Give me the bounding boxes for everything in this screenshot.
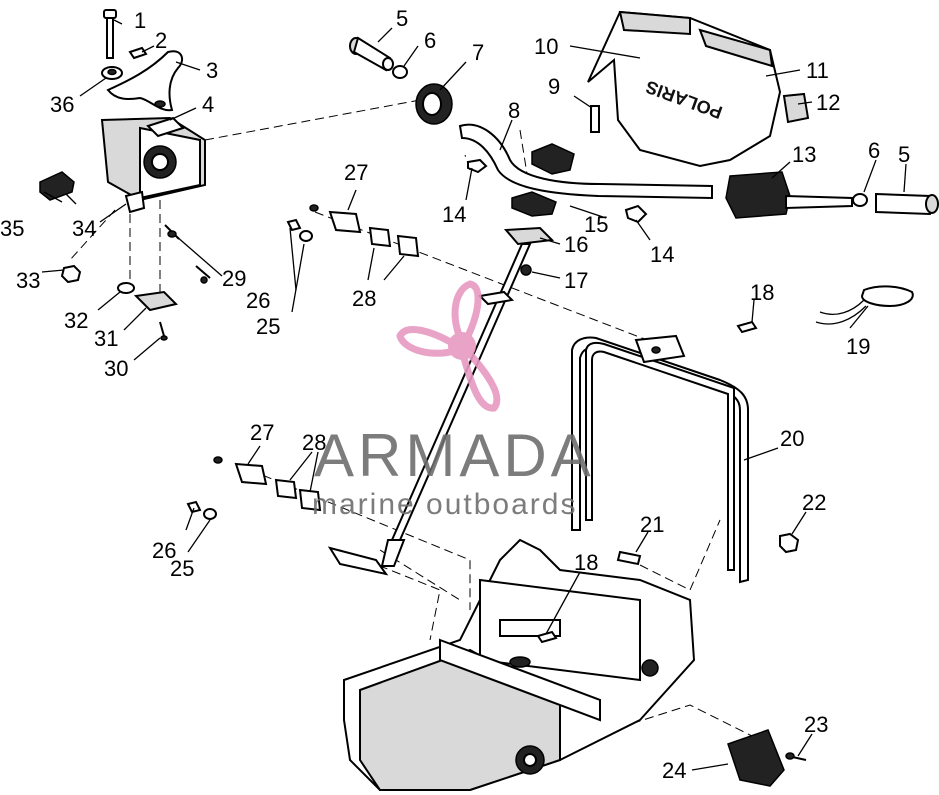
part-15-clamp [511, 143, 575, 217]
callout-34: 34 [72, 216, 96, 241]
callout-29: 29 [222, 266, 246, 291]
part-10-hood: POLARIS [587, 10, 782, 168]
part-36-washer [101, 66, 123, 80]
part-8-handlebar [458, 123, 713, 200]
callout-27-upper: 27 [344, 160, 368, 185]
callout-18-upper: 18 [750, 280, 774, 305]
part-14-clip-right [624, 204, 648, 224]
watermark-tagline: marine outboards [312, 488, 577, 521]
leader-lines [41, 19, 907, 771]
part-21-bolt [616, 550, 642, 566]
part-19-cable [815, 285, 914, 325]
part-29-screw [164, 224, 211, 284]
callout-31: 31 [94, 326, 118, 351]
callout-15: 15 [584, 212, 608, 237]
armada-propeller-logo [396, 280, 501, 412]
part-32-washer [117, 282, 135, 294]
callout-13: 13 [792, 142, 816, 167]
chassis-frame [343, 538, 696, 791]
callout-26-lower: 26 [152, 538, 176, 563]
callout-19: 19 [846, 334, 870, 359]
part-4-steering-housing [100, 116, 206, 202]
callout-4: 4 [202, 92, 214, 117]
part-6-left-plug [392, 65, 408, 79]
part-14-clip-left [467, 158, 488, 174]
callout-1: 1 [134, 8, 146, 33]
callout-23: 23 [804, 712, 828, 737]
callout-20: 20 [780, 426, 804, 451]
callout-2: 2 [155, 28, 167, 53]
callout-6-left: 6 [424, 28, 436, 53]
part-33-nut [60, 264, 82, 284]
part-13-control-housing [725, 171, 853, 219]
part-31-bracket [133, 290, 178, 312]
callout-28-lower: 28 [302, 430, 326, 455]
part-18-upper-bolt [736, 320, 758, 334]
part-6-right-plug [852, 193, 868, 207]
callout-35: 35 [0, 216, 24, 241]
part-23-screw [785, 752, 807, 761]
part-3-bracket [106, 50, 184, 112]
part-30-screw [159, 321, 168, 341]
part-22-nut [779, 532, 800, 554]
part-35-switch [39, 171, 77, 205]
callout-36: 36 [50, 92, 74, 117]
part-12-decal [782, 92, 810, 124]
callout-22: 22 [802, 490, 826, 515]
part-24-cone [727, 729, 785, 787]
part-20-hoop [571, 334, 749, 584]
part-5-left-grip [349, 36, 394, 72]
callout-24: 24 [662, 758, 686, 783]
callout-6-right: 6 [868, 138, 880, 163]
callout-12: 12 [816, 90, 840, 115]
callout-10: 10 [534, 34, 558, 59]
watermark-name: ARMADA [314, 422, 595, 489]
part-16-steering-post [327, 226, 555, 576]
callout-14-left: 14 [442, 202, 466, 227]
callout-5-right: 5 [898, 142, 910, 167]
part-9-bolt [590, 105, 600, 133]
callout-28-upper: 28 [352, 286, 376, 311]
part-2-clip [128, 46, 148, 60]
callout-32: 32 [64, 308, 88, 333]
callout-labels: 1 2 3 4 5 5 6 6 7 8 9 10 11 12 13 14 14 … [0, 6, 910, 783]
part-18-lower-bolt [536, 630, 558, 644]
callout-8: 8 [508, 98, 520, 123]
part-7-throttle-block [415, 83, 453, 125]
callout-11: 11 [806, 58, 829, 83]
callout-27-lower: 27 [250, 420, 274, 445]
part-5-right-grip [875, 192, 939, 216]
bushing-group-lower [186, 456, 322, 520]
callout-9: 9 [548, 74, 560, 99]
callout-26-upper: 26 [246, 288, 270, 313]
part-1-bolt [103, 9, 117, 59]
callout-30: 30 [104, 356, 128, 381]
callout-14-right: 14 [650, 242, 674, 267]
part-17-nut [520, 264, 532, 276]
callout-5-left: 5 [396, 6, 408, 31]
bushing-group-upper [286, 204, 420, 258]
callout-17: 17 [564, 268, 588, 293]
callout-16: 16 [564, 232, 588, 257]
callout-25-upper: 25 [256, 314, 280, 339]
callout-25-lower: 25 [170, 556, 194, 581]
part-34-plate [124, 190, 146, 214]
callout-33: 33 [16, 268, 40, 293]
callout-7: 7 [472, 40, 484, 65]
callout-21: 21 [640, 512, 664, 537]
callout-18-lower: 18 [574, 550, 598, 575]
armada-watermark: ARMADA marine outboards [312, 280, 595, 521]
callout-3: 3 [206, 58, 218, 83]
